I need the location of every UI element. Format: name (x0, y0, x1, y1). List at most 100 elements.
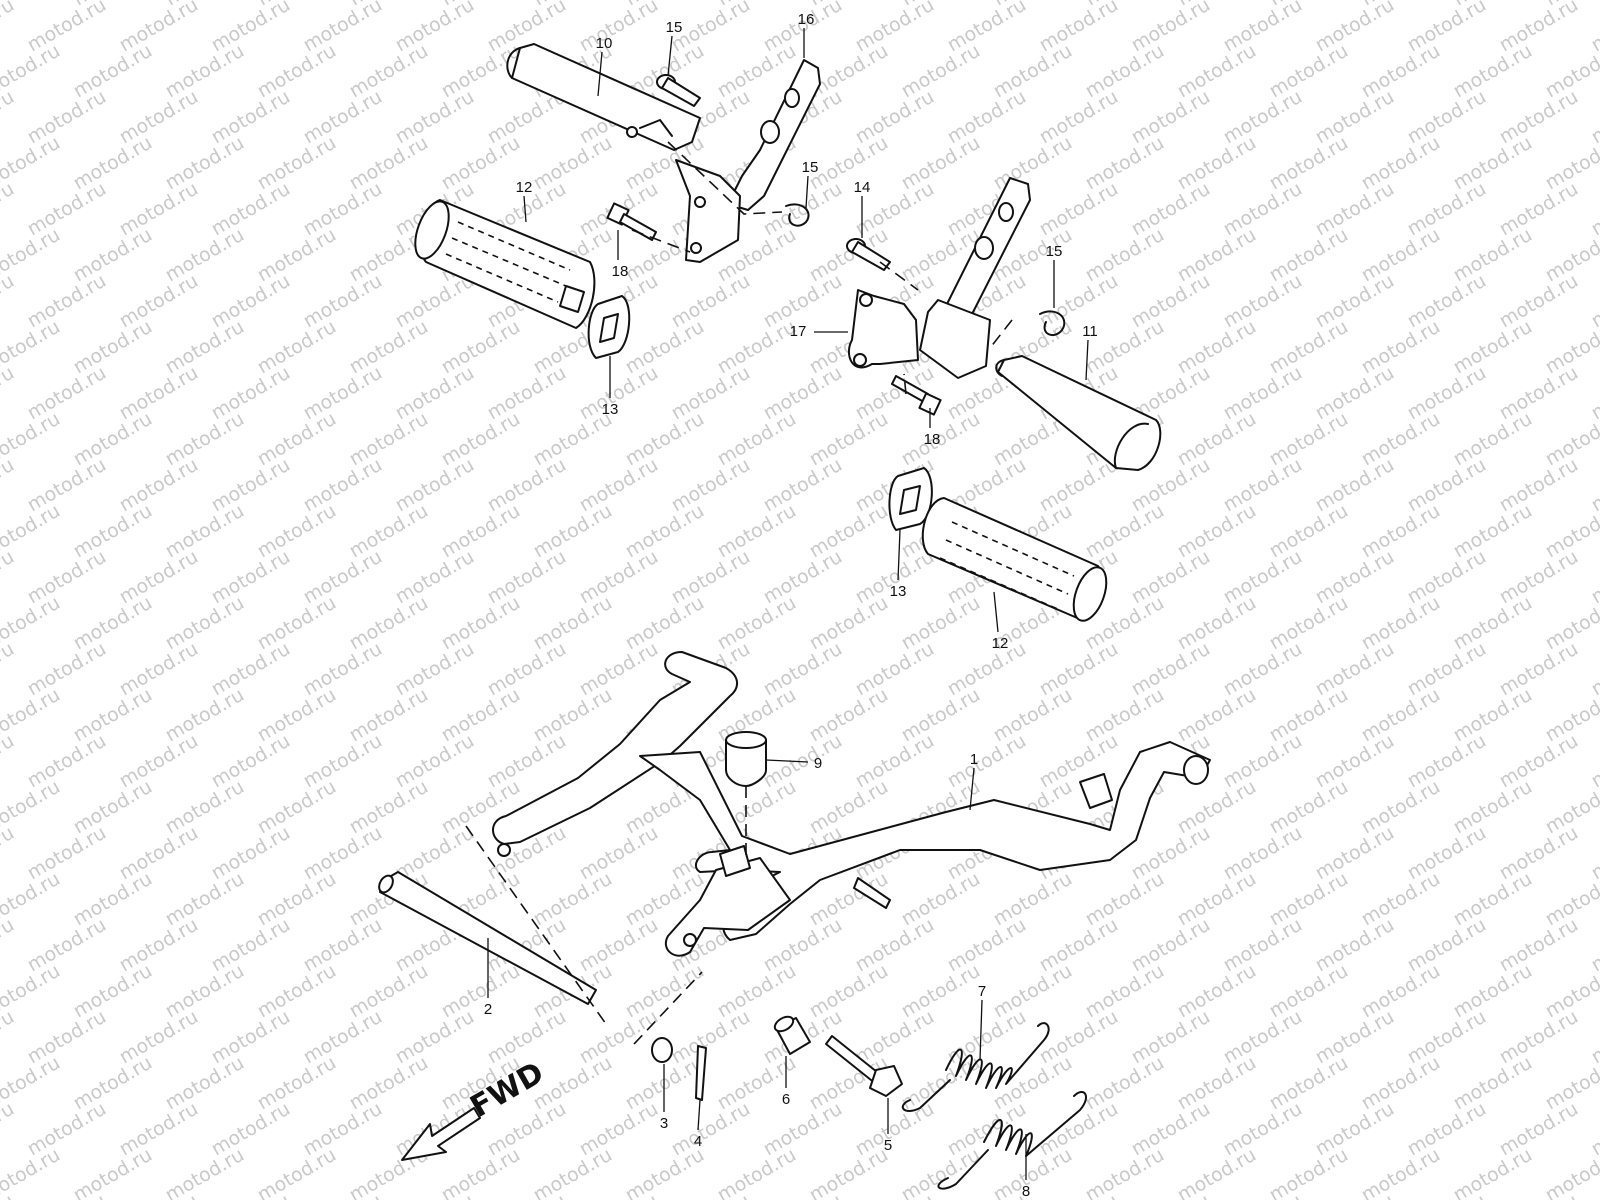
watermark-text: motod.ru (1220, 914, 1306, 977)
watermark-text: motod.ru (0, 914, 18, 977)
watermark-text: motod.ru (1220, 454, 1306, 517)
watermark-text: motod.ru (1404, 1098, 1490, 1161)
watermark-text: motod.ru (852, 730, 938, 793)
watermark-text: motod.ru (300, 454, 386, 517)
watermark-text: motod.ru (1588, 546, 1600, 609)
watermark-text: motod.ru (1036, 1006, 1122, 1069)
watermark-text: motod.ru (162, 40, 248, 103)
watermark-text: motod.ru (116, 730, 202, 793)
watermark-text: motod.ru (1588, 454, 1600, 517)
watermark-text: motod.ru (116, 1006, 202, 1069)
watermark-text: motod.ru (1174, 592, 1260, 655)
watermark-text: motod.ru (116, 1098, 202, 1161)
watermark-text: motod.ru (944, 1190, 1030, 1200)
watermark-text: motod.ru (24, 546, 110, 609)
callout-4: 4 (694, 1133, 702, 1150)
watermark-text: motod.ru (806, 684, 892, 747)
watermark-text: motod.ru (944, 914, 1030, 977)
watermark-text: motod.ru (622, 960, 708, 1023)
watermark-text: motod.ru (0, 454, 18, 517)
watermark-text: motod.ru (1036, 1190, 1122, 1200)
watermark-text: motod.ru (392, 730, 478, 793)
watermark-text: motod.ru (1404, 270, 1490, 333)
watermark-text: motod.ru (806, 1144, 892, 1200)
watermark-text: motod.ru (484, 362, 570, 425)
callout-labels: 10 15 16 15 12 18 13 14 15 17 11 18 13 1… (484, 11, 1098, 1200)
callout-11: 11 (1082, 323, 1098, 340)
watermark-text: motod.ru (852, 1006, 938, 1069)
watermark-text: motod.ru (1312, 822, 1398, 885)
watermark-text: motod.ru (806, 500, 892, 563)
watermark-text: motod.ru (392, 638, 478, 701)
watermark-text: motod.ru (162, 316, 248, 379)
watermark-text: motod.ru (208, 1190, 294, 1200)
watermark-text: motod.ru (254, 132, 340, 195)
watermark-text: motod.ru (622, 316, 708, 379)
watermark-text: motod.ru (1220, 1098, 1306, 1161)
watermark-text: motod.ru (1312, 270, 1398, 333)
watermark-text: motod.ru (576, 1098, 662, 1161)
watermark-text: motod.ru (1174, 132, 1260, 195)
callout-6: 6 (782, 1091, 790, 1108)
callout-8: 8 (1022, 1183, 1030, 1200)
watermark-text: motod.ru (1220, 730, 1306, 793)
watermark-text: motod.ru (576, 1006, 662, 1069)
watermark-text: motod.ru (162, 684, 248, 747)
watermark-text: motod.ru (1036, 86, 1122, 149)
watermark-text: motod.ru (1312, 178, 1398, 241)
watermark-text: motod.ru (1312, 730, 1398, 793)
watermark-text: motod.ru (346, 776, 432, 839)
watermark-text: motod.ru (760, 1190, 846, 1200)
watermark-text: motod.ru (530, 1144, 616, 1200)
watermark-text: motod.ru (1082, 500, 1168, 563)
watermark-text: motod.ru (24, 1006, 110, 1069)
watermark-text: motod.ru (1036, 730, 1122, 793)
watermark-text: motod.ru (714, 500, 800, 563)
watermark-text: motod.ru (1496, 86, 1582, 149)
watermark-text: motod.ru (1128, 86, 1214, 149)
watermark-text: motod.ru (1082, 868, 1168, 931)
watermark-text: motod.ru (1266, 408, 1352, 471)
watermark-text: motod.ru (254, 500, 340, 563)
watermark-text: motod.ru (392, 1006, 478, 1069)
callout-15b: 15 (1046, 243, 1063, 260)
watermark-text: motod.ru (116, 546, 202, 609)
watermark-text: motod.ru (1588, 178, 1600, 241)
watermark-text: motod.ru (1266, 868, 1352, 931)
watermark-text: motod.ru (1128, 178, 1214, 241)
watermark-text: motod.ru (1312, 454, 1398, 517)
watermark-text: motod.ru (300, 730, 386, 793)
part-14-pin-left (656, 74, 701, 107)
watermark-text: motod.ru (1174, 40, 1260, 103)
callout-1: 1 (970, 751, 978, 768)
watermark-text: motod.ru (1174, 684, 1260, 747)
watermark-text: motod.ru (1036, 1098, 1122, 1161)
watermark-text: motod.ru (576, 638, 662, 701)
watermark-text: motod.ru (1450, 776, 1536, 839)
watermark-text: motod.ru (116, 454, 202, 517)
watermark-text: motod.ru (346, 960, 432, 1023)
watermark-text: motod.ru (1450, 500, 1536, 563)
watermark-text: motod.ru (300, 178, 386, 241)
watermark-text: motod.ru (1404, 730, 1490, 793)
watermark-text: motod.ru (116, 270, 202, 333)
watermark-text: motod.ru (70, 960, 156, 1023)
watermark-text: motod.ru (254, 684, 340, 747)
watermark-text: motod.ru (24, 914, 110, 977)
watermark-text: motod.ru (1404, 454, 1490, 517)
callout-9: 9 (814, 755, 822, 772)
part-13-washer-right (888, 467, 933, 531)
watermark-text: motod.ru (1312, 638, 1398, 701)
watermark-text: motod.ru (70, 1052, 156, 1115)
watermark-text: motod.ru (0, 1190, 18, 1200)
watermark-text: motod.ru (208, 914, 294, 977)
watermark-text: motod.ru (1036, 638, 1122, 701)
watermark-text: motod.ru (1496, 270, 1582, 333)
callout-2: 2 (484, 1001, 492, 1018)
watermark-text: motod.ru (1220, 178, 1306, 241)
watermark-text: motod.ru (300, 1098, 386, 1161)
callout-14a: 15 (666, 19, 683, 36)
watermark-text: motod.ru (1312, 1190, 1398, 1200)
callout-15a: 15 (802, 159, 819, 176)
watermark-text: motod.ru (1496, 1006, 1582, 1069)
